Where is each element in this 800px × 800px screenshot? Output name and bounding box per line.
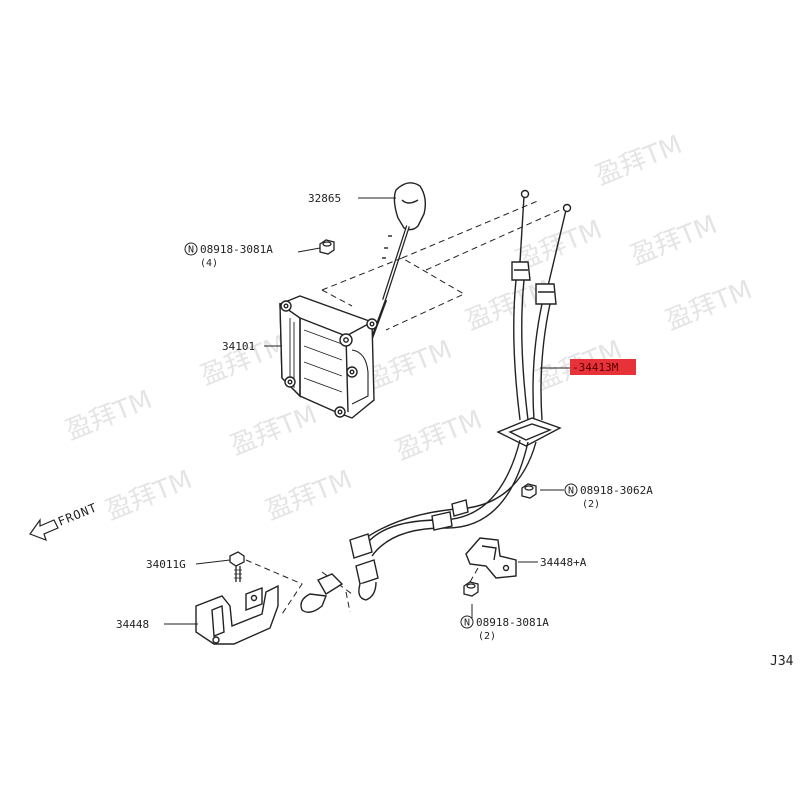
bracket-34448-part xyxy=(195,584,279,645)
nut-middle-part xyxy=(521,483,537,499)
watermark: 盈拜TM xyxy=(361,335,456,397)
watermark: 盈拜TM xyxy=(626,210,721,272)
front-direction-indicator: FRONT xyxy=(29,500,99,542)
bolt-34011G-part xyxy=(229,551,245,582)
callout-34011G: 34011G xyxy=(146,558,186,571)
bracket-34448A-part xyxy=(465,537,517,579)
part-number-label: -34413M xyxy=(572,361,619,374)
shift-knob-part xyxy=(370,182,427,339)
callout-34101: 34101 xyxy=(222,340,255,353)
quantity-label: (4) xyxy=(200,258,218,269)
callout-08918-3081A-top: N 08918-3081A (4) xyxy=(184,242,273,269)
watermark: 盈拜TM xyxy=(226,400,321,462)
diagram-reference-code: J34 xyxy=(770,654,794,669)
n-marker: N xyxy=(568,486,574,497)
shift-cable-part xyxy=(300,189,572,613)
quantity-label: (2) xyxy=(582,499,600,510)
part-number-label: 08918-3081A xyxy=(200,243,273,256)
front-label: FRONT xyxy=(56,500,99,528)
watermark: 盈拜TM xyxy=(261,465,356,527)
callout-32865: 32865 xyxy=(308,192,341,205)
callout-08918-3062A: N 08918-3062A (2) xyxy=(564,483,653,510)
part-number-label: 08918-3062A xyxy=(580,484,653,497)
watermark: 盈拜TM xyxy=(591,130,686,192)
part-number-label: 08918-3081A xyxy=(476,616,549,629)
watermark: 盈拜TM xyxy=(391,405,486,467)
front-arrow-icon xyxy=(29,518,59,542)
callout-08918-3081A-bottom: N 08918-3081A (2) xyxy=(460,615,549,642)
watermark: 盈拜TM xyxy=(101,465,196,527)
control-device-housing-part xyxy=(279,295,378,419)
watermark: 盈拜TM xyxy=(61,385,156,447)
n-marker: N xyxy=(464,618,470,629)
nut-bottom-part xyxy=(463,581,479,597)
nut-top-part xyxy=(319,239,335,255)
quantity-label: (2) xyxy=(478,631,496,642)
callout-34448: 34448 xyxy=(116,618,149,631)
watermark: 盈拜TM xyxy=(661,275,756,337)
callout-34448A: 34448+A xyxy=(540,556,587,569)
leader-lines xyxy=(164,197,570,625)
exploded-guide-lines xyxy=(245,199,561,615)
callout-34413M-highlighted: -34413M xyxy=(570,359,636,375)
n-marker: N xyxy=(188,245,194,256)
